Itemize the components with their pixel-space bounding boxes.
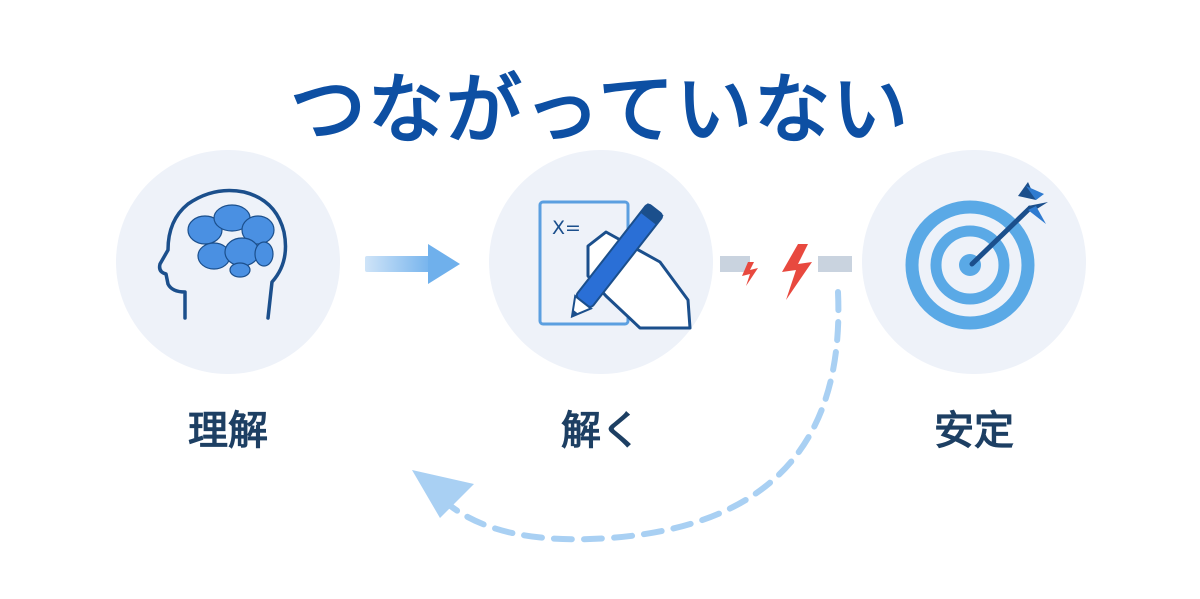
page-title: つながっていない bbox=[289, 65, 911, 154]
spark-icon bbox=[742, 262, 758, 286]
step-label-understand: 理解 bbox=[188, 408, 268, 454]
broken-connection bbox=[720, 244, 852, 300]
brain-head-icon bbox=[157, 188, 288, 320]
step-label-stable: 安定 bbox=[934, 408, 1014, 454]
target-arrow-icon bbox=[905, 182, 1048, 330]
hand-writing-equation-icon: X= bbox=[538, 200, 692, 330]
arrow-understand-to-solve bbox=[365, 244, 460, 284]
step-label-solve: 解く bbox=[561, 408, 641, 454]
lightning-bolt-icon bbox=[782, 244, 812, 300]
formula-text: X= bbox=[552, 217, 581, 239]
return-arrow-stable-to-understand bbox=[412, 289, 842, 543]
